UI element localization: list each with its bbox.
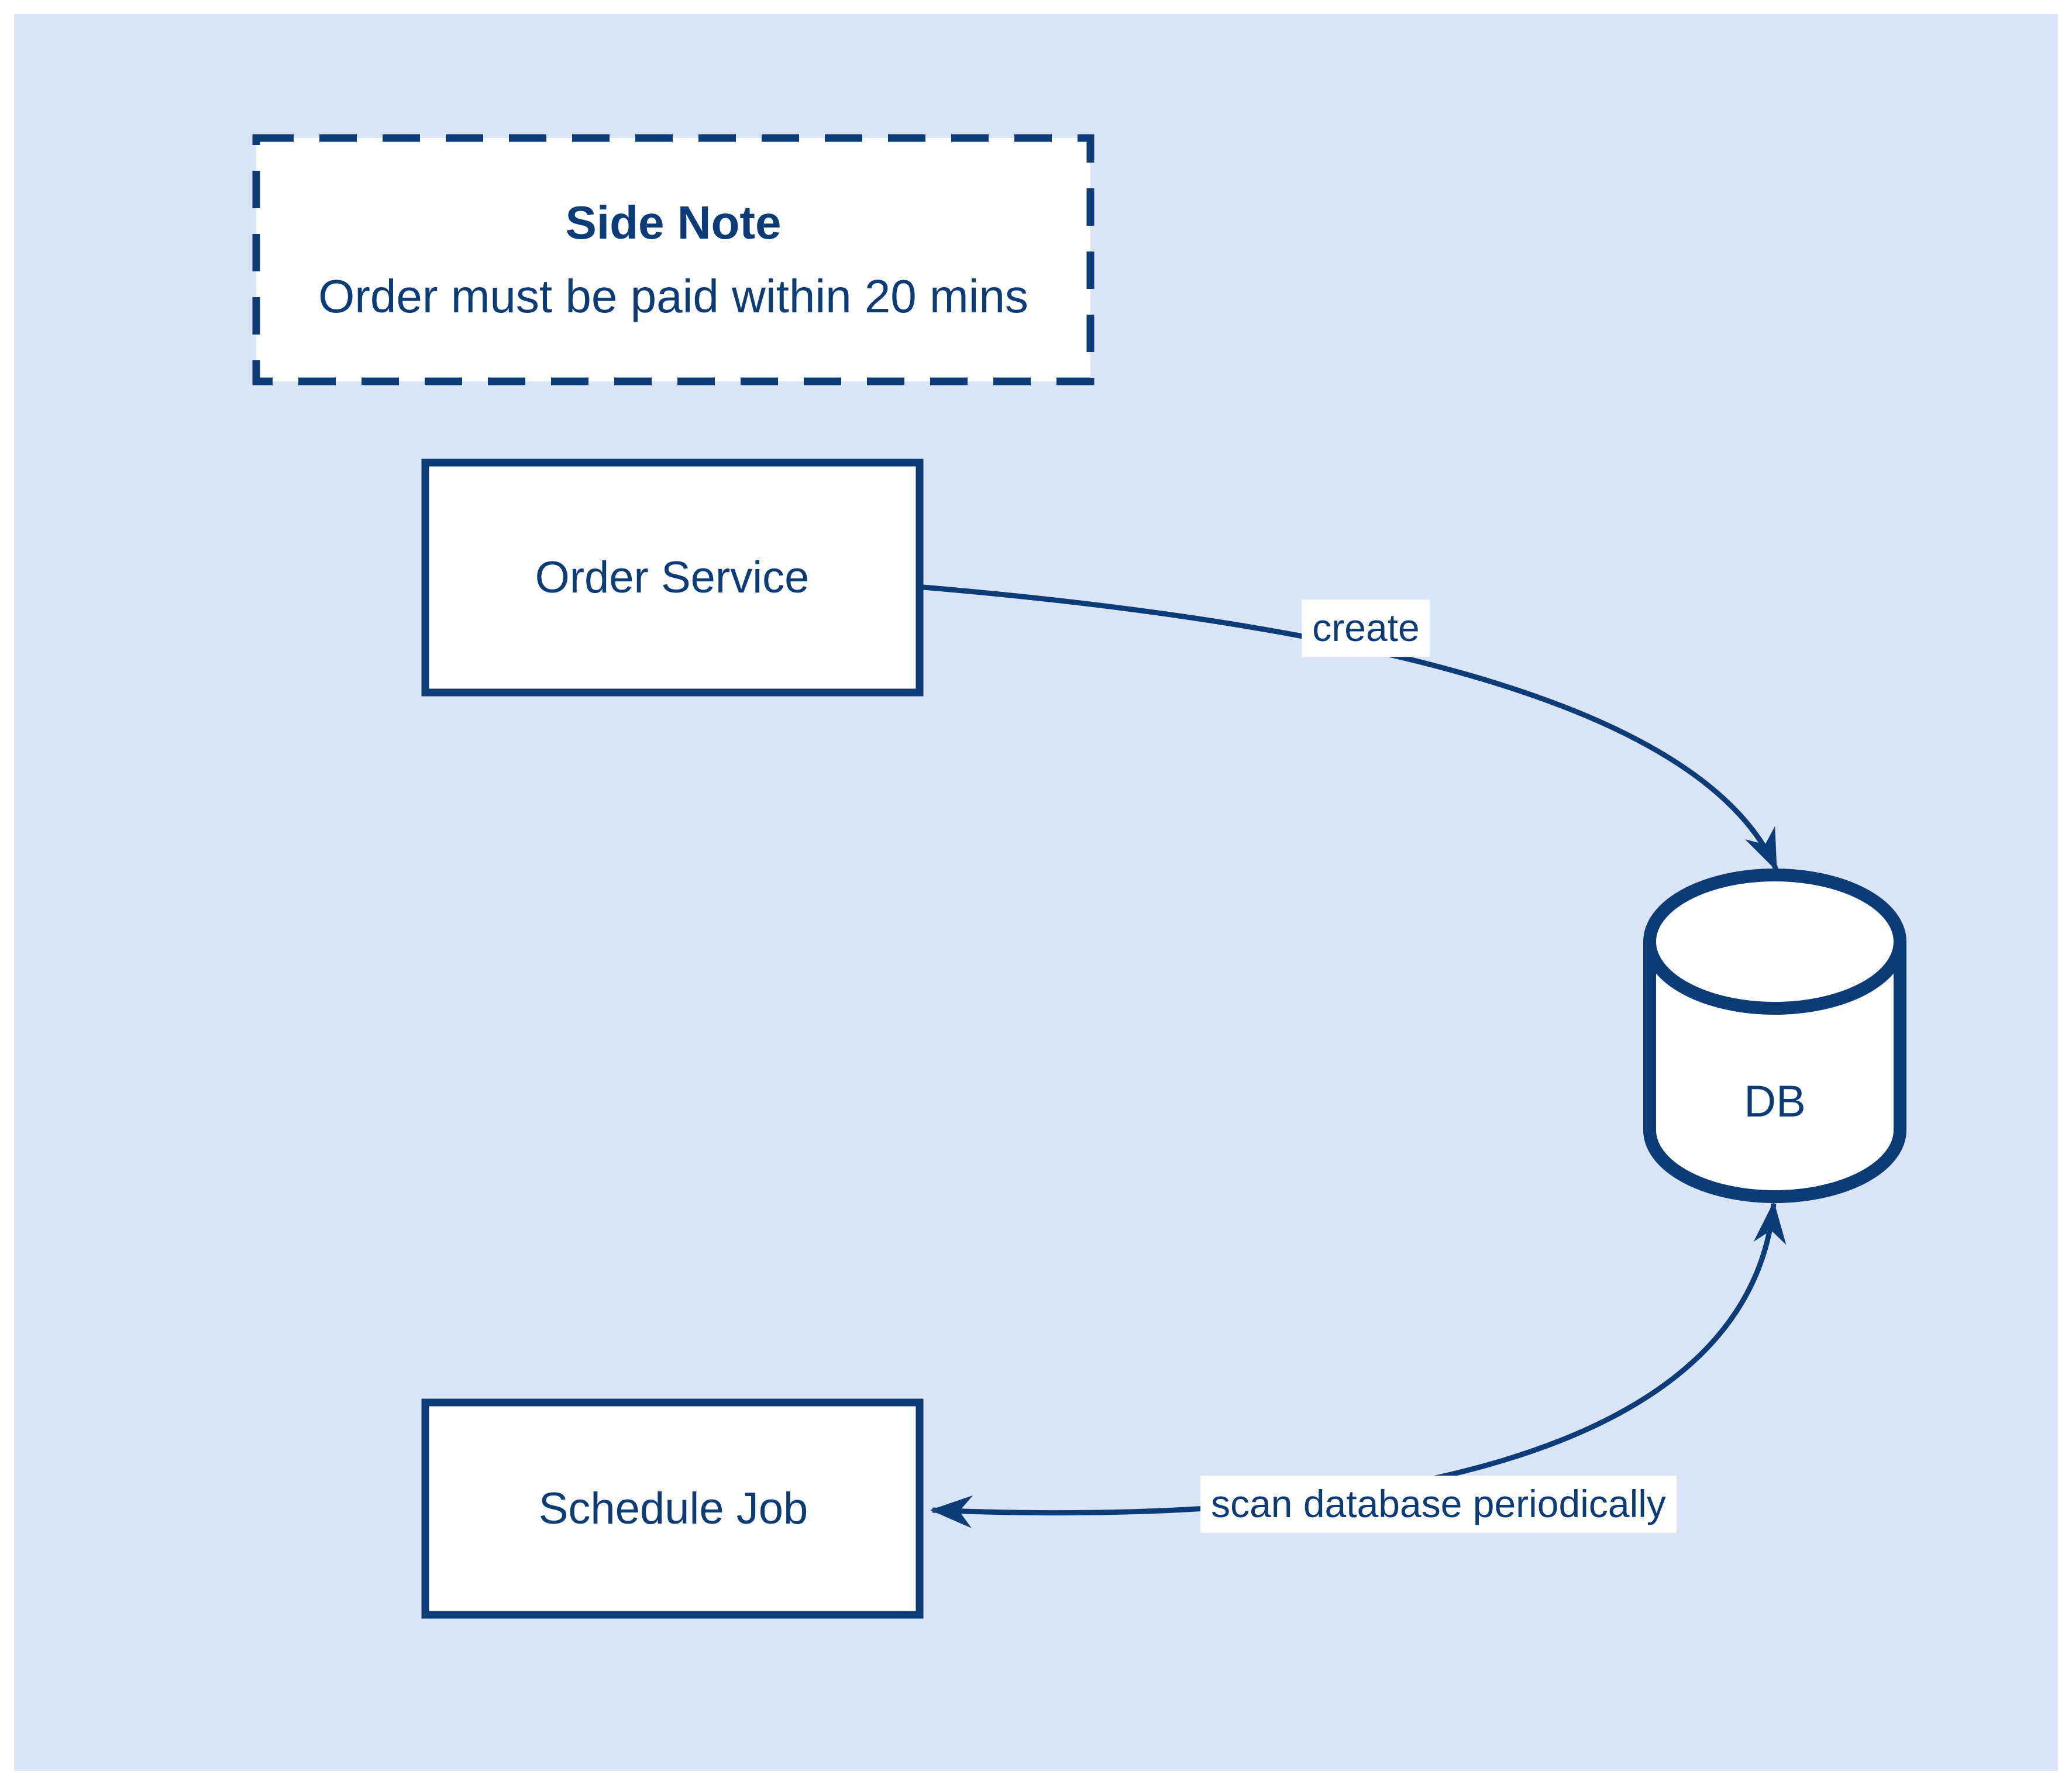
schedule-job-box <box>421 1398 924 1619</box>
side-note-title: Side Note <box>565 197 782 249</box>
side-note: Side Note Order must be paid within 20 m… <box>253 135 1094 385</box>
order-service-box <box>421 459 924 697</box>
scan-arrow <box>930 1201 1787 1528</box>
order-service-node-label: Order Service <box>535 552 810 602</box>
create-edge-label: create <box>1302 599 1430 657</box>
side-note-body: Order must be paid within 20 mins <box>318 270 1028 322</box>
create-arrow <box>923 584 1779 871</box>
scan-edge-label: scan database periodically <box>1200 1476 1677 1533</box>
db-node-label: DB <box>1744 1077 1806 1127</box>
db-cylinder-icon <box>1643 869 1906 1203</box>
side-note-border <box>252 134 1094 385</box>
schedule-job-node-label: Schedule Job <box>538 1483 808 1534</box>
db-cylinder-rim <box>1643 941 1906 1015</box>
